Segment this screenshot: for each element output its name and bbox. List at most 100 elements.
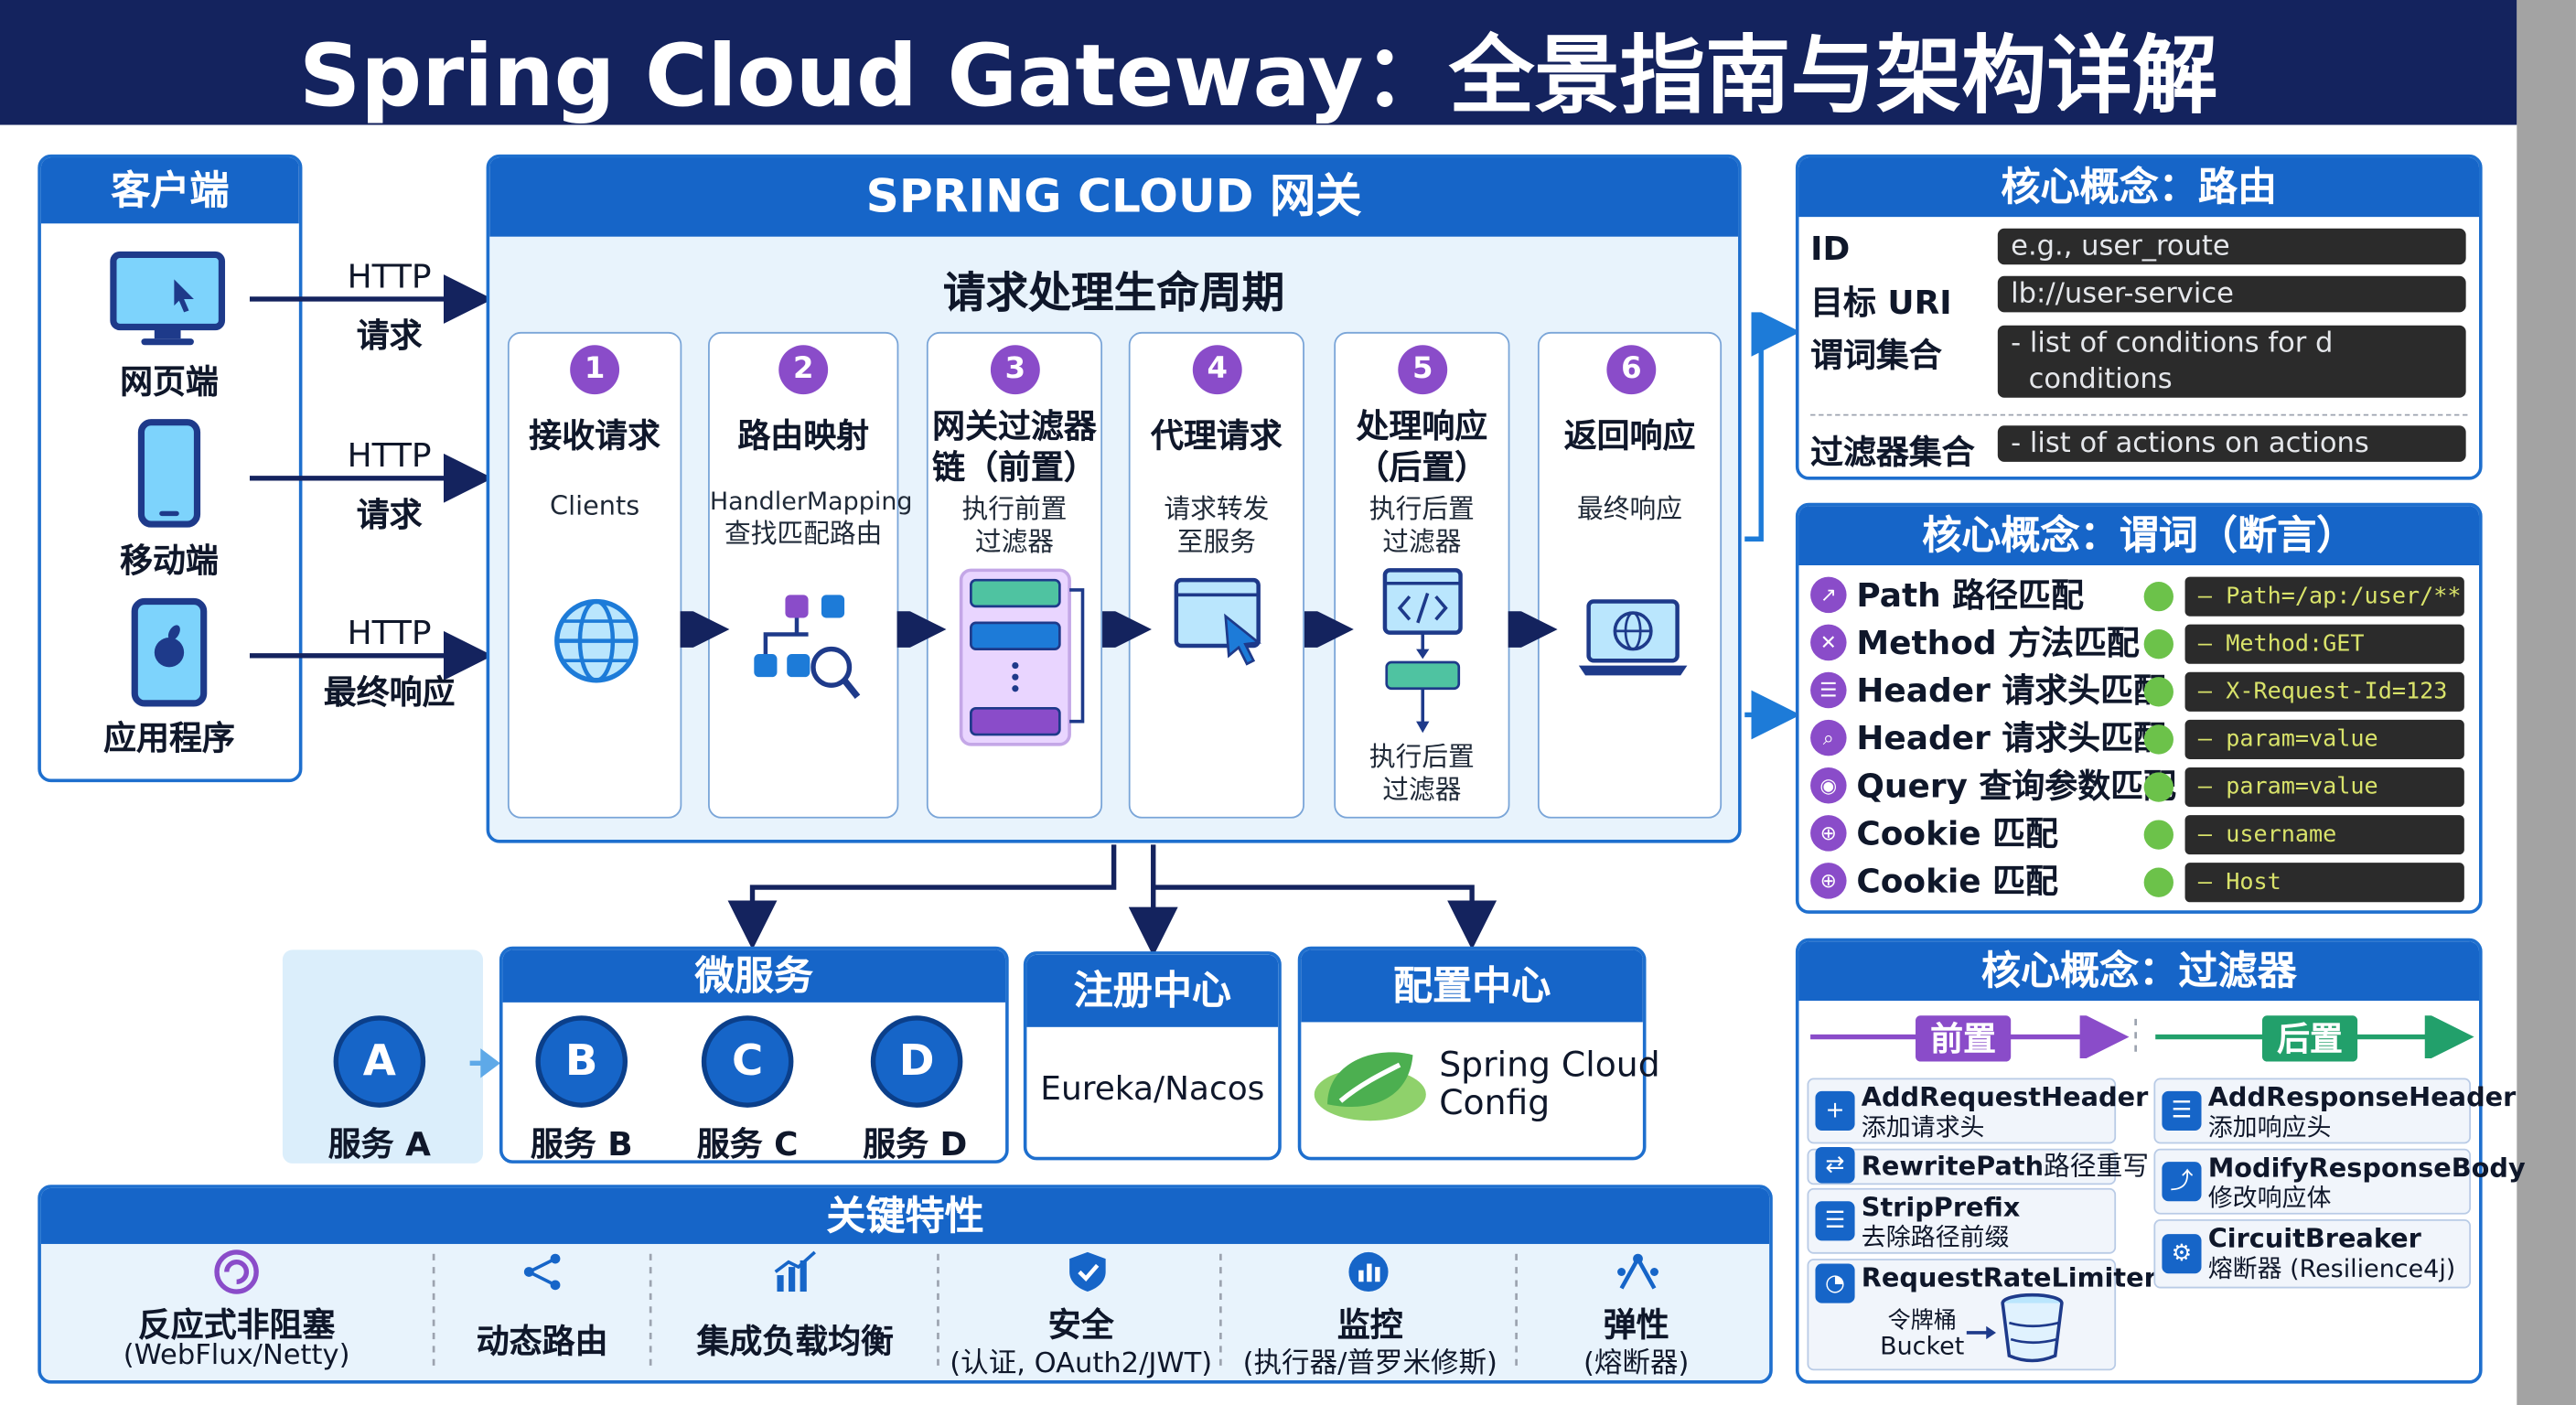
app-tablet-icon: [131, 597, 208, 707]
predicate-row: ◉Query 查询参数匹配: [1810, 764, 2467, 807]
service-a-arrow: [469, 1048, 500, 1078]
predicate-value: – Path=/ap:/user/**: [2184, 576, 2464, 617]
predicate-name: Cookie 匹配: [1856, 861, 2058, 901]
concept-connectors: [1744, 312, 1801, 740]
client-label-web: 网页端: [120, 361, 219, 402]
list-icon: ☰: [1815, 1201, 1855, 1241]
stage-title: 处理响应: [1356, 405, 1488, 445]
stage-sub: 最终响应: [1577, 492, 1683, 525]
predicate-name: Cookie 匹配: [1856, 813, 2058, 853]
predicate-value: – param=value: [2184, 767, 2464, 808]
stage-sub: HandlerMapping: [709, 486, 913, 517]
spring-leaf-icon: [1314, 1052, 1426, 1121]
spring-leaf-icon: [2143, 772, 2174, 802]
predicate-row: ⊕Cookie 匹配: [1810, 811, 2467, 854]
predicate-value: – param=value: [2184, 719, 2464, 759]
predicate-row: ⌕Header 请求头匹配: [1810, 716, 2467, 759]
microservices-header: 微服务: [502, 949, 1006, 1003]
predicate-row: ✕Method 方法匹配: [1810, 621, 2467, 664]
shield-icon: [1069, 1251, 1106, 1292]
route-val-filters: - list of actions on actions: [1997, 425, 2466, 462]
service-connectors: [727, 844, 1497, 957]
filter-name: AddResponseHeader: [2207, 1081, 2517, 1113]
list-icon: ☰: [2162, 1090, 2202, 1131]
bar-chart-icon: [774, 1250, 816, 1292]
stage-sub2: 过滤器: [1382, 525, 1462, 558]
predicate-value: – username: [2184, 815, 2464, 855]
page-title: Spring Cloud Gateway：全景指南与架构详解: [298, 27, 2218, 127]
filter-desc: 去除路径前缀: [1861, 1222, 2010, 1252]
token-bucket-icon: [1966, 1292, 2064, 1363]
predicate-row: ↗Path 路径匹配: [1810, 574, 2467, 617]
stage-sub: 执行前置: [961, 492, 1068, 525]
config-line1: Spring Cloud: [1439, 1045, 1660, 1085]
filter-concept-header: 核心概念：过滤器: [1798, 941, 2480, 1002]
stage-5-card: 5 处理响应 （后置） 执行后置 过滤器 执行后置 过滤器: [1334, 331, 1510, 819]
stage-number: 3: [990, 345, 1040, 395]
predicate-value: – X-Request-Id=123: [2184, 671, 2464, 712]
browser-cursor-icon: [1174, 577, 1261, 666]
predicate-name: Header 请求头匹配: [1856, 718, 2166, 758]
predicate-icon: ✕: [1810, 624, 1847, 661]
registry-header: 注册中心: [1026, 954, 1279, 1027]
predicate-icon: ⊕: [1810, 815, 1847, 852]
filter-desc: 修改响应体: [2207, 1183, 2332, 1213]
filter-name: RequestRateLimiter: [1861, 1261, 2157, 1293]
arrow1-line2: 请求: [356, 315, 423, 356]
reactive-icon: [214, 1249, 259, 1294]
stage-number: 6: [1606, 345, 1657, 395]
code-window-icon: [1382, 568, 1463, 734]
service-d-label: 服务 D: [863, 1123, 968, 1164]
predicate-value: – Host: [2184, 863, 2464, 903]
predicate-name: Method 方法匹配: [1856, 622, 2140, 662]
clients-header: 客户端: [40, 157, 299, 224]
filter-circuit-breaker: ⚙ CircuitBreaker 熔断器 (Resilience4j): [2153, 1219, 2472, 1289]
feature-title: 反应式非阻塞: [137, 1304, 336, 1345]
right-edge-strip: [2517, 0, 2576, 1405]
arrow3-line1: HTTP: [347, 613, 432, 653]
service-c-icon: C: [701, 1015, 794, 1108]
spring-leaf-icon: [2143, 629, 2174, 660]
stage-number: 4: [1192, 345, 1242, 395]
feature-title: 动态路由: [476, 1321, 608, 1361]
feature-dividers: [432, 1253, 1518, 1373]
gauge-icon: ◔: [1815, 1263, 1855, 1303]
swap-icon: ⇄: [1815, 1146, 1855, 1184]
stage-sub2: 至服务: [1176, 525, 1256, 558]
route-key-filters: 过滤器集合: [1810, 432, 1975, 472]
plus-icon: +: [1815, 1090, 1855, 1131]
route-icon: ⤴: [2162, 1162, 2202, 1202]
predicate-concept-header: 核心概念：谓词（断言）: [1798, 506, 2480, 565]
spring-leaf-icon: [2143, 820, 2174, 850]
stage-1-card: 1 接收请求 Clients: [507, 331, 682, 819]
resilience-icon: [1617, 1253, 1658, 1290]
predicate-icon: ⊕: [1810, 863, 1847, 899]
service-a-label: 服务 A: [327, 1123, 431, 1164]
stage-title: 路由映射: [737, 415, 870, 456]
service-b-icon: B: [535, 1015, 628, 1108]
predicate-value: – Method:GET: [2184, 624, 2464, 664]
route-divider: [1810, 413, 2468, 416]
spring-leaf-icon: [2143, 581, 2174, 612]
circuit-icon: ⚙: [2162, 1234, 2202, 1274]
config-header: 配置中心: [1301, 949, 1643, 1023]
filter-name: AddRequestHeader: [1861, 1081, 2149, 1113]
filter-name-line: RewritePath路径重写: [1862, 1151, 2149, 1181]
filter-name: StripPrefix: [1861, 1191, 2021, 1223]
monitor-icon: [110, 251, 226, 346]
stage-arrows: [680, 611, 1558, 648]
spring-leaf-icon: [2143, 724, 2174, 755]
service-b-label: 服务 B: [530, 1123, 633, 1164]
predicate-name: Path 路径匹配: [1856, 574, 2084, 615]
stage-title2: 链（前置）: [932, 446, 1097, 487]
stage-sub: 请求转发: [1164, 492, 1270, 525]
feature-sub: (执行器/普罗米修斯): [1242, 1347, 1497, 1381]
predicate-name: Query 查询参数匹配: [1856, 766, 2176, 806]
route-key-predicates: 谓词集合: [1810, 335, 1942, 375]
client-label-mobile: 移动端: [120, 541, 219, 581]
route-val-predicates: - list of conditions for d conditions: [1997, 325, 2466, 398]
pre-phase-label: 前置: [1916, 1015, 2012, 1062]
feature-sub: (熔断器): [1583, 1347, 1690, 1381]
share-nodes-icon: [523, 1253, 561, 1291]
filter-desc: 添加请求头: [1861, 1112, 1985, 1142]
